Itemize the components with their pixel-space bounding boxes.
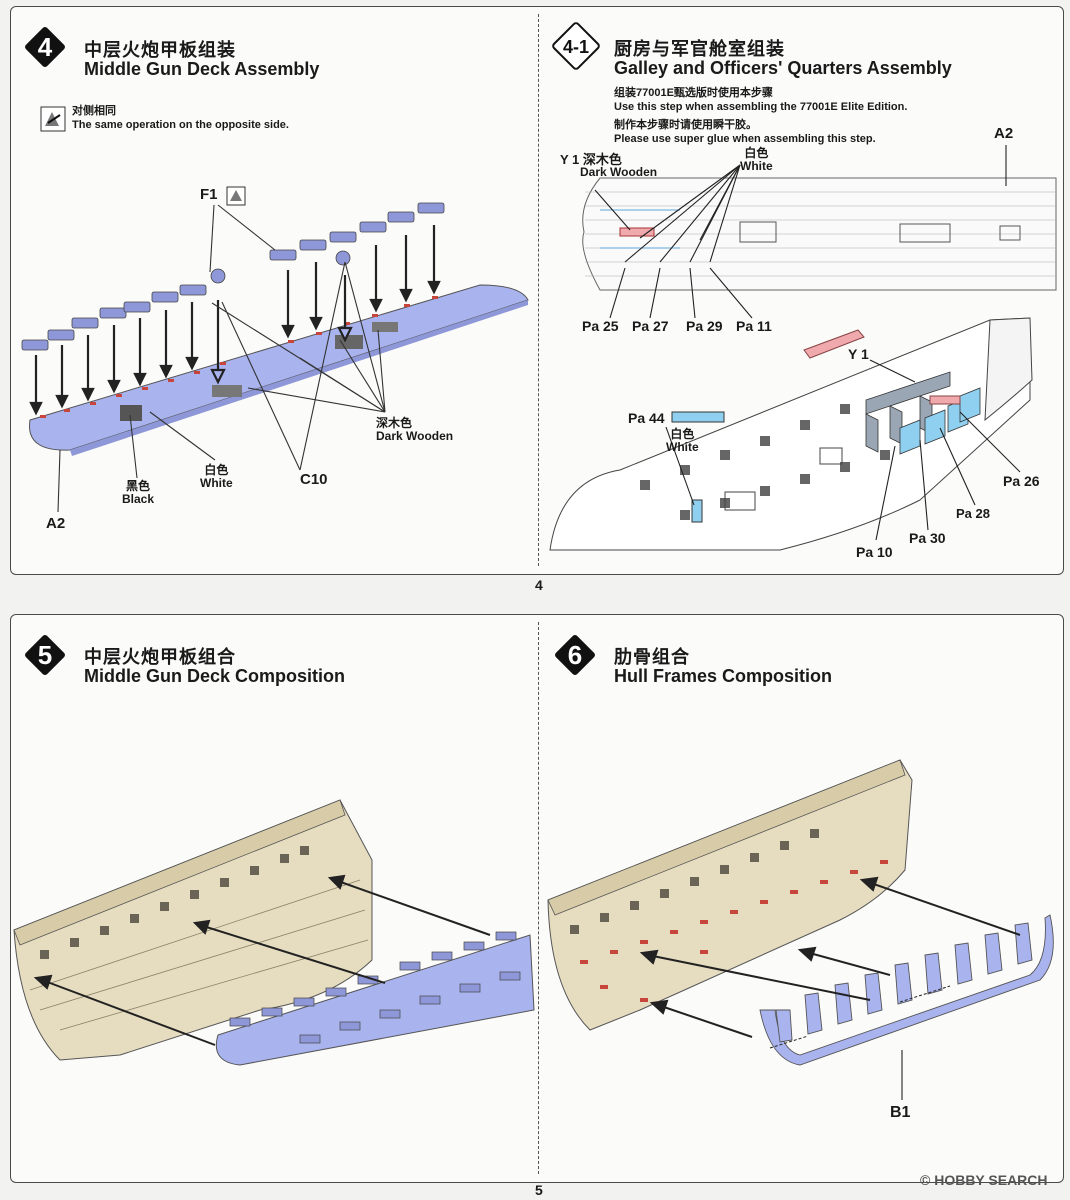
label-black-zh: 黑色 — [126, 479, 151, 493]
label-pa28: Pa 28 — [956, 506, 990, 521]
label-y1-dark: Y 1 深木色 Dark Wooden — [560, 153, 657, 179]
step-4-title-en: Middle Gun Deck Assembly — [84, 59, 320, 79]
label-black-en: Black — [122, 492, 155, 506]
svg-text:5: 5 — [38, 640, 52, 670]
svg-text:4: 4 — [38, 32, 53, 62]
step-4-1-badge: 4-1 — [552, 22, 600, 70]
step-4-1-title-en: Galley and Officers' Quarters Assembly — [614, 58, 952, 78]
label-pa29: Pa 29 — [686, 318, 723, 334]
label-white-41: 白色 White — [740, 147, 773, 173]
label-a2-41: A2 — [994, 125, 1014, 142]
label-y1-dark-zh: Y 1 深木色 — [560, 152, 622, 167]
label-white: 白色 White — [200, 464, 233, 490]
label-a2: A2 — [46, 515, 66, 532]
label-pa26: Pa 26 — [1003, 473, 1040, 489]
label-white-zh: 白色 — [204, 463, 229, 477]
step-4-note-zh: 对侧相同 — [72, 105, 116, 117]
label-pa25: Pa 25 — [582, 318, 619, 334]
step-4-note-en: The same operation on the opposite side. — [72, 119, 289, 131]
bottom-divider — [538, 622, 539, 1174]
step-4-1-note1-zh: 组装77001E甄选版时使用本步骤 — [614, 87, 773, 99]
label-pa10: Pa 10 — [856, 544, 893, 560]
label-dark-wooden-zh: 深木色 — [376, 416, 413, 430]
step-4-title-zh: 中层火炮甲板组装 — [84, 40, 236, 60]
step-4-1-note1-en: Use this step when assembling the 77001E… — [614, 101, 908, 113]
label-f1: F1 — [200, 186, 218, 203]
label-white-pa44-en: White — [666, 440, 699, 454]
step-6-badge: 6 — [555, 635, 595, 675]
svg-text:6: 6 — [568, 640, 582, 670]
step-6-title-zh: 肋骨组合 — [614, 647, 690, 667]
f1-opposite-icon — [226, 186, 246, 206]
step-4-1-note2-en: Please use super glue when assembling th… — [614, 133, 876, 145]
label-black: 黑色 Black — [122, 480, 154, 506]
label-dark-wooden-en: Dark Wooden — [376, 429, 454, 443]
label-pa27: Pa 27 — [632, 318, 669, 334]
step-6-title-en: Hull Frames Composition — [614, 666, 833, 686]
step-5-badge: 5 — [25, 635, 65, 675]
step-4-badge: 4 — [25, 27, 65, 67]
label-dark-wooden: 深木色 Dark Wooden — [376, 417, 453, 443]
label-y1: Y 1 — [848, 346, 869, 362]
label-white-en: White — [200, 476, 233, 490]
label-pa11: Pa 11 — [736, 318, 772, 334]
page-number-bottom: 5 — [535, 1182, 543, 1198]
step-4-1-title-zh: 厨房与军官舱室组装 — [614, 39, 785, 59]
step-5-title-zh: 中层火炮甲板组合 — [84, 647, 236, 667]
svg-text:4-1: 4-1 — [563, 37, 589, 57]
hobby-search-watermark: © HOBBY SEARCH — [920, 1172, 1048, 1188]
label-white-pa44-zh: 白色 — [670, 427, 695, 441]
top-divider — [538, 14, 539, 566]
label-pa44: Pa 44 — [628, 410, 665, 426]
label-white-41-zh: 白色 — [744, 146, 769, 160]
label-y1-dark-en: Dark Wooden — [580, 165, 658, 179]
opposite-side-icon — [40, 106, 66, 132]
label-white-pa44: 白色 White — [666, 428, 699, 454]
step-4-1-note2-zh: 制作本步骤时请使用瞬干胶。 — [614, 119, 757, 131]
label-white-41-en: White — [740, 159, 773, 173]
label-pa30: Pa 30 — [909, 530, 946, 546]
page-number-top: 4 — [535, 577, 543, 593]
label-c10: C10 — [300, 471, 328, 488]
step-5-title-en: Middle Gun Deck Composition — [84, 666, 346, 686]
label-b1: B1 — [890, 1104, 911, 1121]
